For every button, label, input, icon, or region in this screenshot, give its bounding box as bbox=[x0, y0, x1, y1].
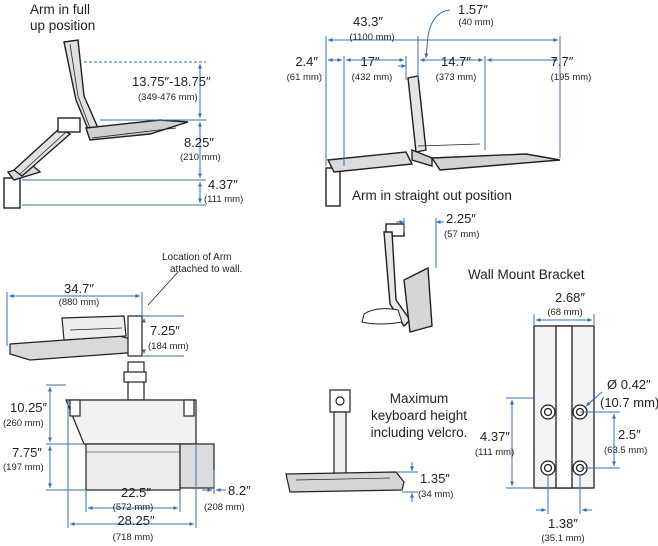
caption-max-kb-3: including velcro. bbox=[370, 425, 468, 440]
caption-arm-full-up-1: Arm in full bbox=[30, 2, 91, 17]
dims-plan-view bbox=[6, 271, 184, 357]
figure-keyboard-tray bbox=[285, 389, 405, 493]
dim-straight-17-in: 17″ bbox=[360, 54, 380, 69]
dim-plan-725-mm: (184 mm) bbox=[148, 341, 189, 352]
dims-wall-bracket bbox=[506, 314, 620, 514]
dim-straight-77-mm: (195 mm) bbox=[550, 72, 592, 83]
dims-side-view bbox=[396, 218, 444, 268]
dim-up-825-in: 8.25″ bbox=[184, 135, 214, 150]
dim-br-268-mm: (68 mm) bbox=[547, 307, 583, 318]
figure-arm-straight-out bbox=[325, 75, 561, 207]
note-location-1: Location of Arm bbox=[162, 252, 232, 263]
caption-arm-full-up-2: up position bbox=[30, 18, 96, 33]
dim-straight-157-mm: (40 mm) bbox=[458, 17, 494, 28]
dim-straight-24-in: 2.4″ bbox=[295, 54, 318, 69]
caption-wall-bracket: Wall Mount Bracket bbox=[468, 267, 585, 282]
figure-plan-view bbox=[9, 315, 143, 361]
figure-side-view bbox=[361, 223, 433, 333]
dim-straight-147-in: 14.7″ bbox=[441, 54, 471, 69]
dim-plan-347-in: 34.7″ bbox=[64, 281, 94, 296]
dim-br-hole-in: Ø 0.42″ bbox=[607, 377, 651, 392]
dim-br-437-in: 4.37″ bbox=[480, 429, 510, 444]
dim-br-25-in: 2.5″ bbox=[618, 427, 641, 442]
dim-side-225-mm: (57 mm) bbox=[444, 229, 480, 240]
dim-kb-135-in: 1.35″ bbox=[420, 471, 450, 486]
dim-br-hole-mm: (10.7 mm) bbox=[600, 395, 658, 410]
dim-straight-77-in: 7.7″ bbox=[550, 54, 574, 69]
dim-straight-17-mm: (432 mm) bbox=[351, 72, 393, 83]
dim-up-437-in: 4.37″ bbox=[208, 177, 238, 192]
dim-front-225-mm: (572 mm) bbox=[112, 502, 154, 513]
figure-wall-bracket bbox=[533, 325, 595, 489]
dim-br-437-mm: (111 mm) bbox=[475, 447, 515, 458]
dim-front-2825-mm: (718 mm) bbox=[112, 532, 154, 543]
dim-br-25-mm: (63.5 mm) bbox=[604, 445, 648, 456]
dim-front-82-in: 8.2″ bbox=[228, 483, 251, 498]
dims-arm-full-up bbox=[22, 61, 206, 206]
caption-max-kb-2: keyboard height bbox=[370, 408, 468, 423]
dim-up-825-mm: (210 mm) bbox=[180, 152, 221, 163]
dim-up-range-mm: (349-476 mm) bbox=[138, 92, 198, 103]
dim-straight-147-mm: (373 mm) bbox=[435, 72, 477, 83]
dim-br-138-mm: (35.1 mm) bbox=[541, 533, 585, 544]
dim-front-225-in: 22.5″ bbox=[121, 485, 151, 500]
caption-arm-straight-out: Arm in straight out position bbox=[352, 188, 512, 203]
figure-arm-full-up bbox=[3, 39, 189, 209]
dim-straight-433-in: 43.3″ bbox=[353, 14, 383, 29]
dim-front-775-mm: (197 mm) bbox=[3, 462, 44, 473]
dim-front-82-mm: (208 mm) bbox=[204, 502, 245, 513]
dim-side-225-in: 2.25″ bbox=[446, 211, 476, 226]
figure-front-view bbox=[65, 361, 215, 491]
dim-plan-725-in: 7.25″ bbox=[150, 323, 180, 338]
dim-up-range-in: 13.75″-18.75″ bbox=[132, 74, 211, 89]
dims-keyboard bbox=[396, 462, 418, 502]
dim-front-2825-in: 28.25″ bbox=[117, 513, 155, 528]
dims-arm-straight-out bbox=[325, 9, 561, 166]
dim-straight-24-mm: (61 mm) bbox=[286, 72, 322, 83]
dim-kb-135-mm: (34 mm) bbox=[418, 489, 454, 500]
dim-br-268-in: 2.68″ bbox=[555, 290, 585, 305]
dim-straight-433-mm: (1100 mm) bbox=[349, 32, 395, 43]
dim-straight-157-in: 1.57″ bbox=[458, 2, 488, 17]
dim-front-1025-in: 10.25″ bbox=[10, 400, 48, 415]
caption-max-kb-1: Maximum bbox=[389, 391, 449, 406]
dim-plan-347-mm: (880 mm) bbox=[58, 297, 100, 308]
dims-front-view bbox=[46, 384, 226, 528]
note-location-2: attached to wall. bbox=[170, 264, 243, 275]
dim-br-138-in: 1.38″ bbox=[548, 516, 578, 531]
dim-front-1025-mm: (260 mm) bbox=[3, 418, 44, 429]
dim-up-437-mm: (111 mm) bbox=[204, 194, 244, 205]
dim-front-775-in: 7.75″ bbox=[12, 445, 42, 460]
